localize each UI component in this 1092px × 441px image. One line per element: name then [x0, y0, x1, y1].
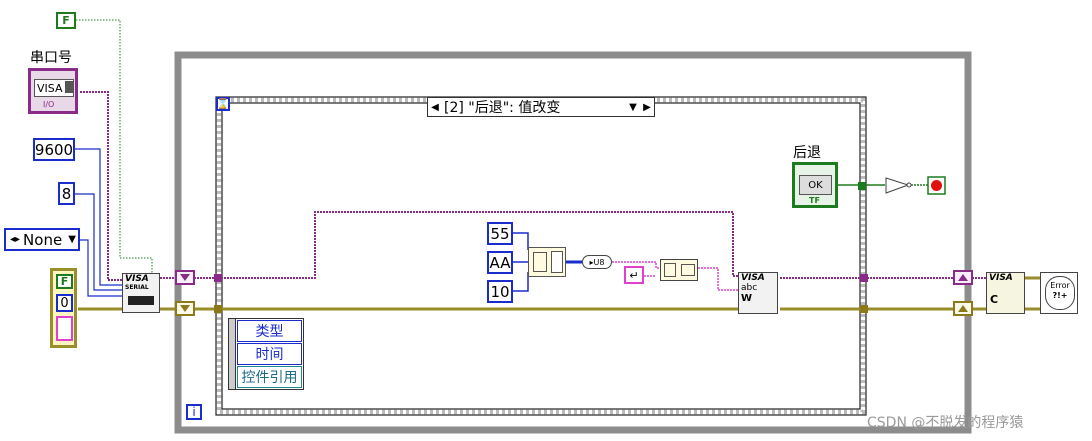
event-control-ref-item: 控件引用 — [237, 366, 302, 388]
prev-case-icon[interactable]: ◀ — [431, 101, 439, 113]
while-loop-frame — [174, 51, 972, 434]
parity-arrows-icon: ◂▸ — [10, 234, 21, 245]
false-constant[interactable]: F — [56, 12, 76, 29]
data-bits-constant[interactable]: 8 — [58, 182, 75, 205]
error-source — [56, 316, 73, 341]
error-handler-bubble: Error ?!+ — [1045, 276, 1075, 310]
event-time-item: 时间 — [237, 343, 302, 365]
error-status: F — [56, 274, 73, 289]
parity-dropdown-icon: ▼ — [68, 234, 76, 245]
tf-badge: TF — [809, 196, 820, 205]
build-array-node[interactable] — [528, 247, 566, 277]
watermark: CSDN @不脱发的程序猿 — [867, 415, 1024, 431]
visa-close-node[interactable]: VISA C — [986, 272, 1025, 314]
baud-rate-constant[interactable]: 9600 — [33, 138, 75, 161]
parity-value: None — [23, 230, 63, 249]
visa-write-title: VISA — [741, 273, 765, 283]
string-constant[interactable]: ↵ — [624, 266, 644, 284]
parity-constant[interactable]: ◂▸ None ▼ — [4, 228, 80, 251]
visa-close-glyph: C — [990, 293, 999, 306]
byte-array-to-string-node[interactable]: ▸U8 — [582, 255, 612, 269]
error-cluster-constant[interactable]: F 0 — [50, 268, 77, 348]
event-data-node[interactable]: 类型 时间 控件引用 — [228, 318, 304, 390]
visa-config-title: VISA — [125, 274, 149, 284]
loop-iteration-terminal: i — [186, 404, 202, 420]
visa-write-node[interactable]: VISA abc W — [738, 272, 778, 314]
byte-constant-10[interactable]: 10 — [487, 280, 513, 303]
visa-config-subtitle: SERIAL — [125, 284, 149, 291]
error-code: 0 — [56, 294, 73, 312]
event-timeout-icon: ⌛ — [216, 97, 230, 111]
error-handler-glyph: ?!+ — [1052, 291, 1068, 300]
event-type-item: 类型 — [237, 320, 302, 342]
concatenate-strings-node[interactable] — [660, 259, 698, 281]
back-button-terminal[interactable]: OK TF — [792, 162, 838, 208]
not-gate — [885, 177, 910, 194]
byte-constant-55[interactable]: 55 — [487, 222, 513, 245]
byte-constant-aa[interactable]: AA — [487, 251, 513, 274]
build-array-icon — [533, 252, 547, 272]
serial-port-icon — [128, 296, 154, 305]
event-case-label: [2] "后退": 值改变 — [444, 100, 561, 116]
io-badge: I/O — [43, 100, 55, 109]
visa-close-title: VISA — [989, 273, 1013, 283]
visa-configure-serial-node[interactable]: VISA SERIAL — [122, 273, 160, 313]
back-button-label: 后退 — [793, 145, 821, 161]
dropdown-arrow-icon — [65, 81, 73, 93]
write-icon: W — [741, 293, 753, 304]
event-case-selector[interactable]: ◀ [2] "后退": 值改变 ▼ ▶ — [427, 97, 655, 117]
case-dropdown-icon[interactable]: ▼ — [629, 101, 637, 113]
com-port-label: 串口号 — [30, 50, 72, 66]
visa-write-glyph: abc — [741, 283, 758, 293]
back-button-value: OK — [799, 175, 832, 195]
com-port-control[interactable]: VISA I/O — [28, 68, 78, 114]
error-handler-title: Error — [1050, 281, 1070, 290]
next-case-icon[interactable]: ▶ — [643, 101, 651, 113]
simple-error-handler-node[interactable]: Error ?!+ — [1040, 272, 1078, 314]
com-port-value: VISA — [34, 79, 74, 97]
event-structure-frame — [216, 97, 866, 415]
